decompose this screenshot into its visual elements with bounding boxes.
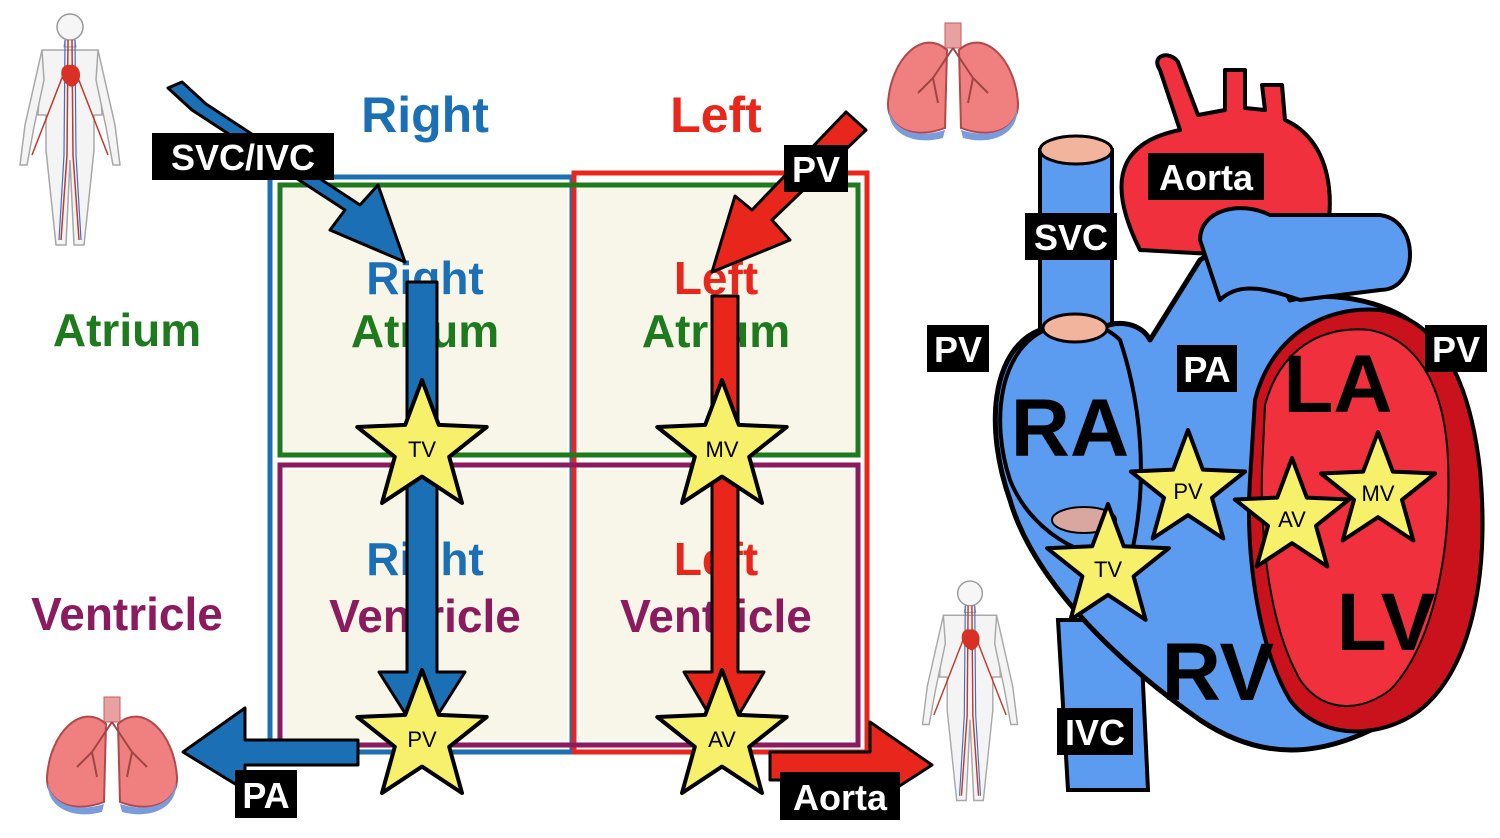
heart-aortic-valve-star [1232, 456, 1352, 569]
column-heading-right: Right [361, 87, 489, 143]
lungs-icon [886, 22, 1020, 142]
heart-svc-label-bg [1025, 213, 1117, 260]
tricuspid-valve-star [355, 378, 489, 505]
svc-ivc-label-bg [152, 133, 334, 180]
heart-lv-label: LV [1337, 577, 1436, 668]
heart-pulmonic-valve-star [1128, 428, 1248, 541]
atrium-row-outline [277, 182, 861, 458]
heart-tricuspid-valve-star [1045, 502, 1171, 622]
heart-pa-label-bg [1177, 345, 1237, 392]
mitral-valve-star [655, 378, 789, 505]
tricuspid-valve-star-label: TV [408, 437, 436, 462]
aortic-valve-star-label: AV [708, 727, 736, 752]
right-heart-flow-arrow [377, 280, 467, 742]
right-atrium-opening [1041, 312, 1109, 344]
mitral-valve-star-label: MV [706, 437, 739, 462]
pulmonary-artery-vessel [1198, 206, 1412, 302]
heart-rv-label: RV [1162, 627, 1275, 718]
column-heading-left: Left [670, 87, 762, 143]
heart-pv-right-label: PV [1432, 329, 1480, 370]
heart-mitral-valve-star [1318, 430, 1438, 543]
heart-aorta-label-bg [1148, 153, 1264, 200]
aorta-out-label-bg [780, 772, 900, 820]
svc-ivc-label: SVC/IVC [171, 137, 315, 178]
lungs-icon [45, 696, 179, 816]
heart-la-label: LA [1283, 339, 1392, 430]
aorta-out-label: Aorta [793, 777, 888, 818]
heart-ivc-label-bg [1057, 708, 1133, 755]
heart-pv-left-label: PV [934, 329, 982, 370]
heart-tricuspid-valve-star-label: TV [1094, 557, 1122, 582]
heart-mitral-valve-star-label: MV [1362, 481, 1395, 506]
heart-pulmonic-valve-star-label: PV [1173, 479, 1203, 504]
body-icon [19, 13, 121, 246]
heart-pa-label: PA [1183, 349, 1230, 390]
heart-aorta-label: Aorta [1159, 157, 1254, 198]
heart-aortic-valve-star-label: AV [1278, 507, 1306, 532]
svc-opening [1038, 134, 1114, 166]
pulmonic-valve-star-label: PV [407, 727, 437, 752]
pa-outflow-arrow [181, 706, 360, 792]
heart-ivc-label: IVC [1065, 712, 1125, 753]
left-heart-flow-arrow [682, 294, 766, 742]
heart-ra-label: RA [1011, 383, 1129, 474]
row-heading-atrium: Atrium [53, 304, 201, 356]
heart-pv-right-label-bg [1425, 325, 1487, 372]
pulmonic-valve-star [355, 668, 489, 795]
body-icon [921, 580, 1019, 802]
aortic-valve-star [655, 668, 789, 795]
heart-pv-left-label-bg [927, 325, 989, 372]
row-heading-ventricle: Ventricle [31, 588, 223, 640]
pa-out-label-bg [235, 770, 297, 818]
pv-in-label-bg [784, 145, 848, 192]
pv-in-label: PV [792, 149, 840, 190]
pa-out-label: PA [242, 775, 289, 816]
heart-svc-label: SVC [1034, 217, 1108, 258]
ventricle-row-outline [277, 462, 861, 748]
